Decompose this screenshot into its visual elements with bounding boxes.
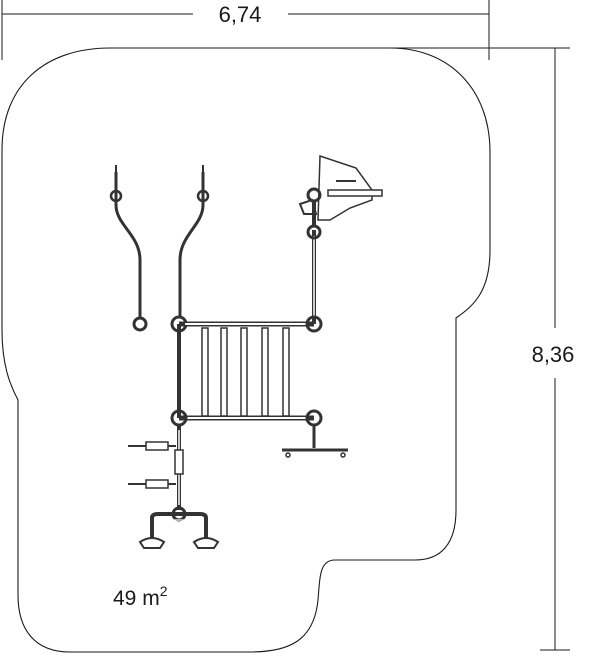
area-label: 49 m2 xyxy=(113,583,168,610)
left-seat-pad xyxy=(138,537,166,549)
height-dimension xyxy=(390,47,570,651)
height-label: 8,36 xyxy=(532,342,575,367)
right-platform-foot-right xyxy=(340,452,346,458)
ladder-top-right-clamp xyxy=(305,315,323,333)
seat-frame xyxy=(150,512,208,538)
ladder-rung-3 xyxy=(240,327,248,417)
right-platform-foot-left xyxy=(285,452,291,458)
ladder-rung-4 xyxy=(261,327,269,417)
ladder-rung-1 xyxy=(201,327,209,417)
area-superscript: 2 xyxy=(160,583,168,599)
hoop-arm xyxy=(327,189,383,197)
left-bar-top-clamp xyxy=(109,189,123,203)
width-label: 6,74 xyxy=(219,2,262,27)
seat-frame-inner xyxy=(155,519,203,536)
lower-step-handle xyxy=(145,479,169,489)
middle-curved-bar xyxy=(178,172,205,318)
width-dimension xyxy=(1,0,490,60)
upper-step-handle xyxy=(145,441,169,451)
ladder-rung-2 xyxy=(220,327,228,417)
ladder-rung-5 xyxy=(282,327,290,417)
lower-post-bracket xyxy=(174,449,184,475)
right-seat-pad xyxy=(192,537,220,549)
safety-area-outline xyxy=(1,47,491,653)
area-value: 49 m xyxy=(113,587,160,610)
backboard xyxy=(317,154,373,221)
middle-bar-top-clamp xyxy=(196,189,210,203)
play-equipment xyxy=(109,154,383,549)
left-curved-bar xyxy=(114,172,142,318)
left-bar-bottom-clamp xyxy=(132,316,148,332)
